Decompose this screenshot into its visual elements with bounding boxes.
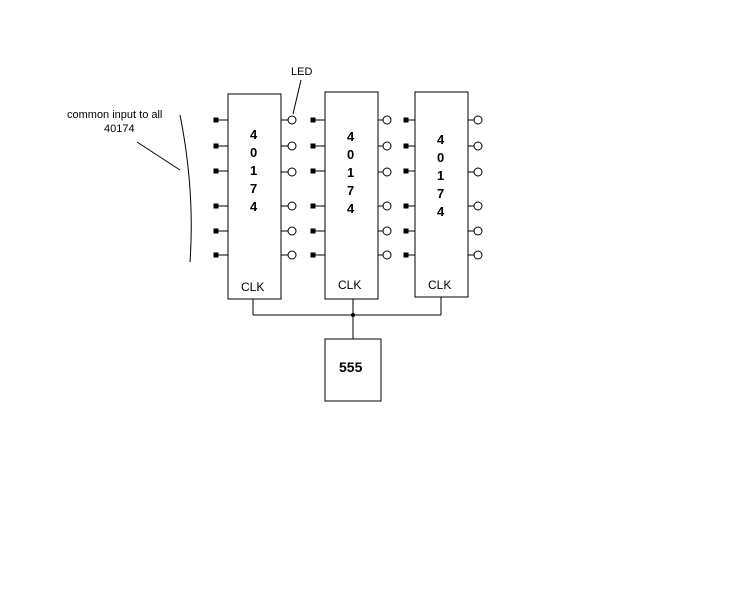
led-icon <box>382 115 392 125</box>
led-icon <box>287 226 297 236</box>
chip-part-digit: 4 <box>250 127 258 142</box>
chip-40174-3: 4 0 1 7 4 CLK <box>403 91 483 298</box>
input-pins <box>213 117 228 258</box>
chip-part-digit: 7 <box>347 183 354 198</box>
timer-555: 555 <box>324 338 382 402</box>
led-icon <box>473 115 483 125</box>
chip-clk-label: CLK <box>338 278 361 292</box>
chip-body <box>227 93 282 300</box>
chip-part-digit: 1 <box>250 163 257 178</box>
common-input-label-line2: 40174 <box>104 123 135 135</box>
led-icon <box>473 167 483 177</box>
led-icon <box>473 250 483 260</box>
led-icon <box>382 141 392 151</box>
input-pins <box>310 117 325 258</box>
chip-part-digit: 1 <box>437 168 444 183</box>
led-label: LED <box>291 66 312 78</box>
led-icon <box>473 201 483 211</box>
chip-part-digit: 0 <box>347 147 354 162</box>
common-input-brace <box>179 114 192 263</box>
led-outputs <box>468 115 483 260</box>
led-icon <box>382 250 392 260</box>
chip-part-digit: 4 <box>437 132 445 147</box>
chip-part-digit: 1 <box>347 165 354 180</box>
led-icon <box>287 115 297 125</box>
timer-label: 555 <box>339 359 363 375</box>
chip-body <box>324 91 379 300</box>
chip-clk-label: CLK <box>428 278 451 292</box>
input-pins <box>403 117 415 258</box>
led-icon <box>473 226 483 236</box>
chip-part-digit: 4 <box>437 204 445 219</box>
chip-part-digit: 4 <box>347 201 355 216</box>
chip-clk-label: CLK <box>241 280 264 294</box>
chip-part-digit: 7 <box>250 181 257 196</box>
common-input-pointer-line <box>136 141 181 171</box>
chip-40174-1: 4 0 1 7 4 CLK <box>213 93 297 300</box>
led-outputs <box>281 115 297 260</box>
led-pointer-line <box>292 79 302 115</box>
common-input-label-line1: common input to all <box>67 109 162 121</box>
chip-part-digit: 4 <box>250 199 258 214</box>
timer-body <box>324 338 382 402</box>
led-icon <box>473 141 483 151</box>
led-icon <box>382 201 392 211</box>
led-icon <box>382 167 392 177</box>
led-icon <box>287 167 297 177</box>
chip-part-digit: 4 <box>347 129 355 144</box>
led-icon <box>382 226 392 236</box>
led-icon <box>287 250 297 260</box>
led-icon <box>287 201 297 211</box>
chip-body <box>414 91 469 298</box>
chip-part-digit: 0 <box>250 145 257 160</box>
led-icon <box>287 141 297 151</box>
chip-40174-2: 4 0 1 7 4 CLK <box>310 91 392 300</box>
chip-part-digit: 7 <box>437 186 444 201</box>
junction-dot <box>351 313 355 317</box>
led-outputs <box>378 115 392 260</box>
chip-part-digit: 0 <box>437 150 444 165</box>
clock-bus <box>252 297 442 339</box>
